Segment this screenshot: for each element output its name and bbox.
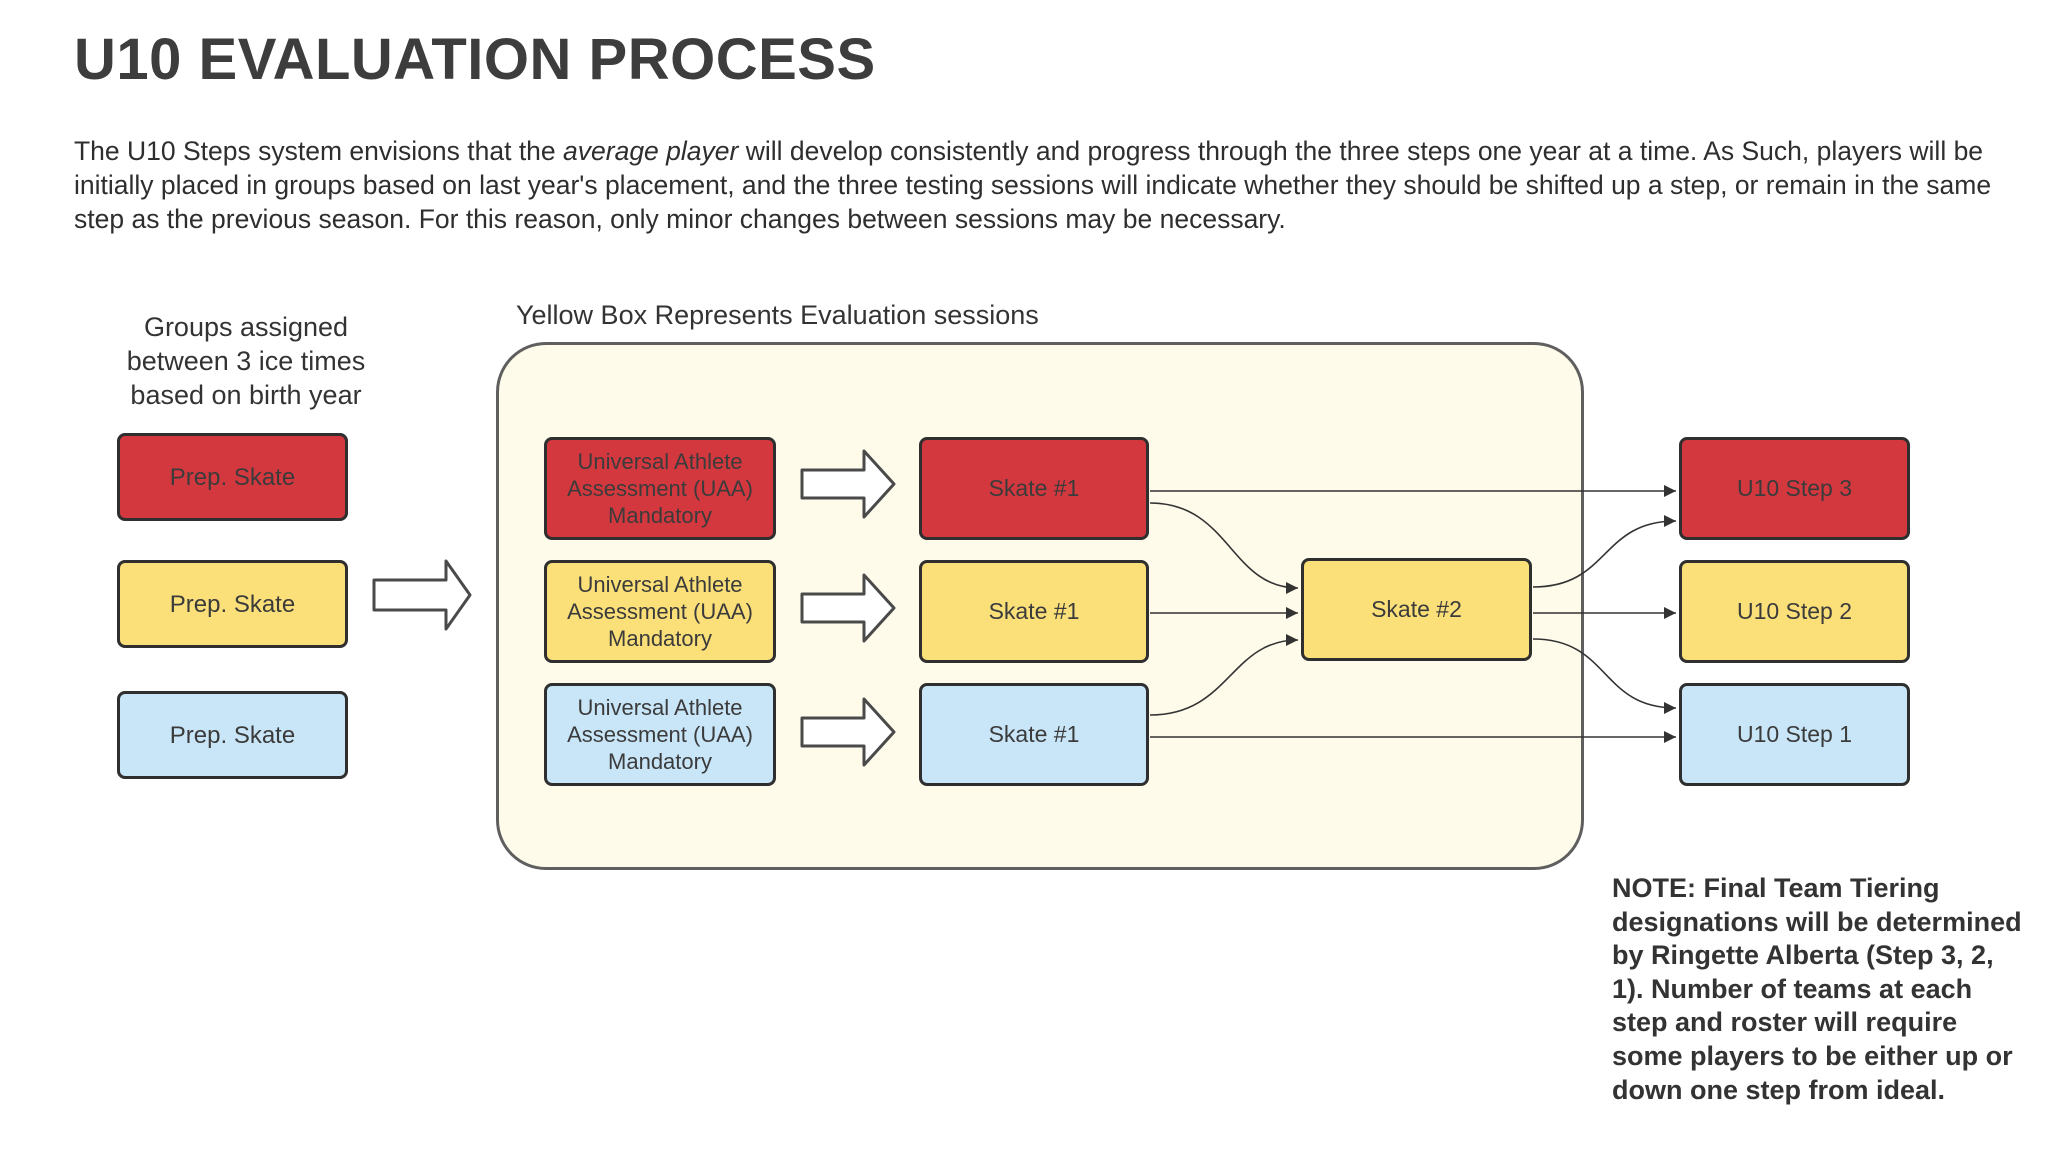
uaa-yellow: Universal Athlete Assessment (UAA) Manda… xyxy=(544,560,776,663)
prep-skate-yellow: Prep. Skate xyxy=(117,560,348,648)
skate2: Skate #2 xyxy=(1301,558,1532,661)
uaa-red: Universal Athlete Assessment (UAA) Manda… xyxy=(544,437,776,540)
prep-skate-red: Prep. Skate xyxy=(117,433,348,521)
final-tiering-note: NOTE: Final Team Tiering designations wi… xyxy=(1612,873,2022,1105)
uaa-blue: Universal Athlete Assessment (UAA) Manda… xyxy=(544,683,776,786)
page-title: U10 EVALUATION PROCESS xyxy=(74,27,876,92)
u10-step-2: U10 Step 2 xyxy=(1679,560,1910,663)
block-arrow-uaa-blue xyxy=(800,697,896,767)
groups-assigned-label: Groups assigned between 3 ice times base… xyxy=(126,312,366,410)
block-arrow-uaa-yellow xyxy=(800,573,896,643)
eval-box-label: Yellow Box Represents Evaluation session… xyxy=(516,300,1039,330)
line-skate2-to-step3 xyxy=(1532,515,1677,588)
line-skate1-red-to-skate2 xyxy=(1149,502,1299,594)
skate1-yellow: Skate #1 xyxy=(919,560,1149,663)
skate1-blue: Skate #1 xyxy=(919,683,1149,786)
u10-step-1: U10 Step 1 xyxy=(1679,683,1910,786)
block-arrow-uaa-red xyxy=(800,449,896,519)
skate1-red: Skate #1 xyxy=(919,437,1149,540)
line-skate1-blue-to-skate2 xyxy=(1149,634,1299,716)
line-skate2-to-step1 xyxy=(1532,638,1677,714)
intro-emphasis: average player xyxy=(563,136,739,166)
intro-paragraph: The U10 Steps system envisions that the … xyxy=(74,134,2024,236)
intro-text-end: will develop consistently and progress t… xyxy=(74,136,1992,234)
block-arrow-prep-to-eval xyxy=(372,559,472,631)
intro-text-start: The U10 Steps system envisions that the xyxy=(74,136,564,166)
prep-skate-blue: Prep. Skate xyxy=(117,691,348,779)
u10-step-3: U10 Step 3 xyxy=(1679,437,1910,540)
